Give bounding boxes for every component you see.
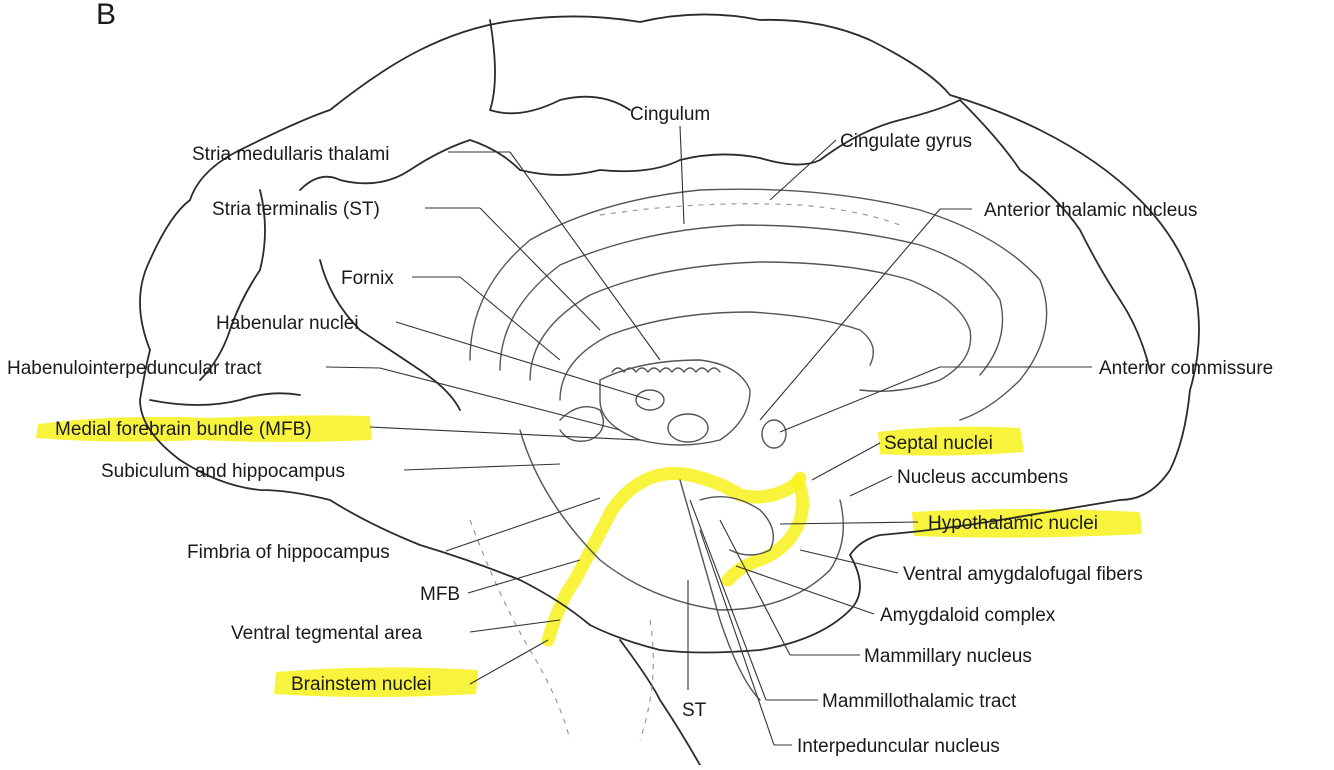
- label-interpeduncular-nucleus: Interpeduncular nucleus: [797, 736, 1000, 757]
- sulcus-left: [149, 392, 301, 406]
- label-stria-terminalis: Stria terminalis (ST): [212, 199, 380, 220]
- label-fimbria-hippocampus: Fimbria of hippocampus: [187, 542, 390, 563]
- highlight-mfb-label: [36, 415, 372, 442]
- thalamus-outline: [599, 359, 751, 446]
- cortex-outline: [139, 13, 1200, 501]
- cingulum-dashed: [599, 203, 901, 226]
- thalamic-nucleus-shape: [667, 413, 709, 443]
- label-brainstem-nuclei: Brainstem nuclei: [291, 674, 431, 695]
- gyrus-line-6: [319, 259, 461, 411]
- highlight-hypothalamic-label: [912, 509, 1142, 538]
- label-mfb: MFB: [420, 584, 460, 605]
- gyrus-line-5: [199, 189, 266, 381]
- gyrus-line-4: [959, 99, 1151, 371]
- label-septal-nuclei: Septal nuclei: [884, 433, 993, 454]
- label-stria-medullaris: Stria medullaris thalami: [192, 144, 389, 165]
- habenular-shape: [635, 389, 665, 411]
- label-mammillothalamic-tract: Mammillothalamic tract: [822, 691, 1017, 712]
- frontal-lobe-base: [589, 499, 1121, 654]
- highlight-layer: [36, 415, 1142, 697]
- gyrus-line-2: [299, 139, 681, 191]
- label-anterior-thalamic-nucleus: Anterior thalamic nucleus: [984, 200, 1197, 221]
- label-nucleus-accumbens: Nucleus accumbens: [897, 467, 1068, 488]
- label-subiculum-hippocampus: Subiculum and hippocampus: [101, 461, 345, 482]
- label-st: ST: [682, 700, 707, 721]
- label-amygdaloid-complex: Amygdaloid complex: [880, 605, 1056, 626]
- cingulate-arc-inner: [499, 224, 1004, 376]
- striae-coils: [611, 367, 721, 374]
- label-habenulointerpeduncular-tract: Habenulointerpeduncular tract: [7, 358, 262, 379]
- anterior-commissure-shape: [761, 419, 787, 449]
- cingulate-arc-outer: [469, 188, 1048, 421]
- gyrus-line-3: [679, 99, 961, 166]
- label-cingulate-gyrus: Cingulate gyrus: [840, 131, 972, 152]
- callosum-arc: [529, 261, 972, 392]
- label-hypothalamic-nuclei: Hypothalamic nuclei: [928, 513, 1098, 534]
- leader-lines: [325, 125, 1092, 746]
- label-ventral-tegmental-area: Ventral tegmental area: [231, 623, 423, 644]
- hippocampal-loop: [559, 406, 604, 442]
- hypothalamus-shape: [699, 495, 774, 556]
- label-cingulum: Cingulum: [630, 104, 710, 125]
- highlight-mfb-pathway: [541, 467, 807, 647]
- highlight-brainstem-label: [274, 667, 478, 697]
- temporal-lobe: [139, 349, 591, 626]
- brain-outline: [139, 13, 1200, 766]
- mammillothalamic-line: [679, 479, 761, 701]
- brainstem-outline: [619, 639, 701, 766]
- gyrus-line-1: [489, 19, 631, 115]
- label-fornix: Fornix: [341, 268, 394, 289]
- ventral-dashed-2: [639, 619, 654, 741]
- label-habenular-nuclei: Habenular nuclei: [216, 313, 359, 334]
- label-mammillary-nucleus: Mammillary nucleus: [864, 646, 1032, 667]
- highlight-septal-label: [878, 426, 1024, 456]
- fornix-arc: [559, 311, 874, 401]
- label-ventral-amygdalofugal-fibers: Ventral amygdalofugal fibers: [903, 564, 1143, 585]
- label-anterior-commissure: Anterior commissure: [1099, 358, 1273, 379]
- panel-letter: B: [96, 0, 116, 31]
- label-medial-forebrain-bundle: Medial forebrain bundle (MFB): [55, 419, 312, 440]
